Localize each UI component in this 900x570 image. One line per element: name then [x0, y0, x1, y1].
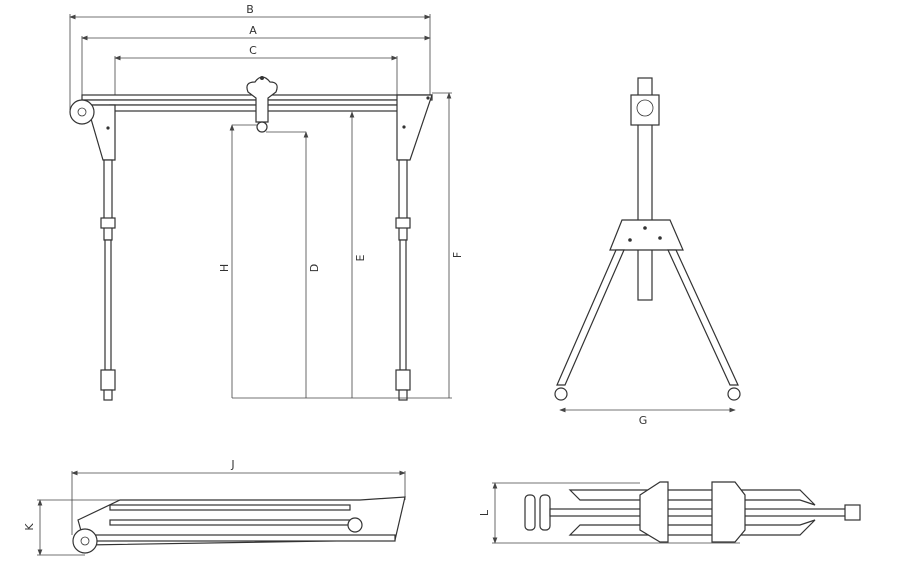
dimension-a: A	[81, 24, 431, 95]
right-leg	[395, 159, 411, 401]
dimension-b: B	[69, 3, 431, 110]
dimension-label-b: B	[246, 3, 254, 16]
trolley	[246, 76, 278, 133]
left-side-leg	[556, 249, 625, 386]
dimension-label-h: H	[218, 264, 231, 272]
dimension-label-g: G	[639, 414, 648, 427]
right-caster-wheel	[727, 387, 741, 401]
dimension-d: D	[266, 131, 321, 398]
dimension-label-a: A	[249, 24, 257, 37]
dimension-f: F	[432, 92, 464, 398]
dimension-e: E	[349, 111, 367, 398]
right-side-leg	[667, 249, 739, 386]
dimension-h: H	[218, 124, 258, 398]
dimension-label-k: K	[23, 523, 36, 531]
dimension-label-c: C	[249, 44, 257, 57]
leg-plate	[609, 219, 684, 251]
side-view: G	[554, 77, 741, 427]
left-end-plate	[69, 99, 116, 161]
folded-side-view: J K	[23, 458, 406, 556]
right-end-plate	[396, 94, 433, 161]
dimension-label-f: F	[451, 252, 464, 258]
folded-top-view: L	[478, 481, 861, 544]
dimension-label-j: J	[230, 458, 234, 471]
dimension-label-l: L	[478, 509, 491, 516]
dimension-label-e: E	[354, 254, 367, 261]
front-view: B A C	[69, 3, 464, 401]
left-leg	[100, 159, 116, 401]
dimension-label-d: D	[308, 264, 321, 272]
left-caster-wheel	[554, 387, 568, 401]
mast-head	[630, 94, 660, 126]
